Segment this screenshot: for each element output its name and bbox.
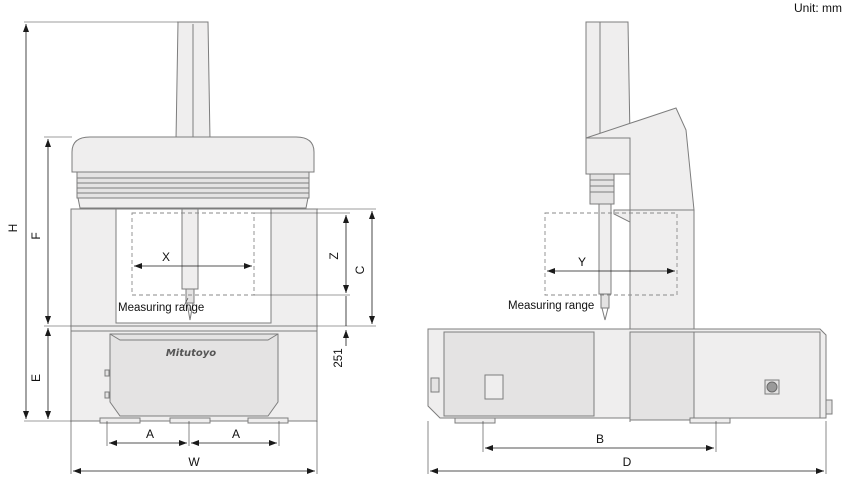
dim-z-label: Z (327, 252, 341, 259)
side-measuring-range-box (544, 212, 678, 296)
front-view: Mitutoyo (70, 21, 318, 424)
dim-a-left-label: A (146, 427, 154, 441)
front-dimensions: H F E Z C 251 X Measuring range (6, 21, 376, 474)
dim-w-label: W (188, 455, 200, 469)
side-main-column (613, 209, 695, 331)
front-measuring-range-label: Measuring range (118, 302, 204, 314)
dim-251-label: 251 (333, 348, 345, 367)
dim-c-label: C (353, 265, 367, 274)
front-beam (71, 136, 315, 173)
dim-e-label: E (29, 374, 43, 382)
dim-d-label: D (623, 455, 632, 469)
dim-f-label: F (29, 232, 43, 239)
side-dimensions: Y Measuring range B D (427, 255, 827, 474)
front-measuring-range-box (131, 212, 255, 296)
side-measuring-range-label: Measuring range (508, 300, 594, 312)
dim-a-right-label: A (232, 427, 240, 441)
unit-note: Unit: mm (794, 1, 842, 15)
side-quill (598, 203, 612, 295)
dim-x-label: X (162, 250, 170, 264)
side-view (427, 21, 833, 424)
side-column (585, 21, 631, 139)
dim-y-label: Y (578, 255, 586, 269)
front-quill (181, 208, 199, 290)
dim-b-label: B (596, 432, 604, 446)
brand-logo: Mitutoyo (166, 348, 216, 359)
dim-h-label: H (6, 224, 20, 233)
